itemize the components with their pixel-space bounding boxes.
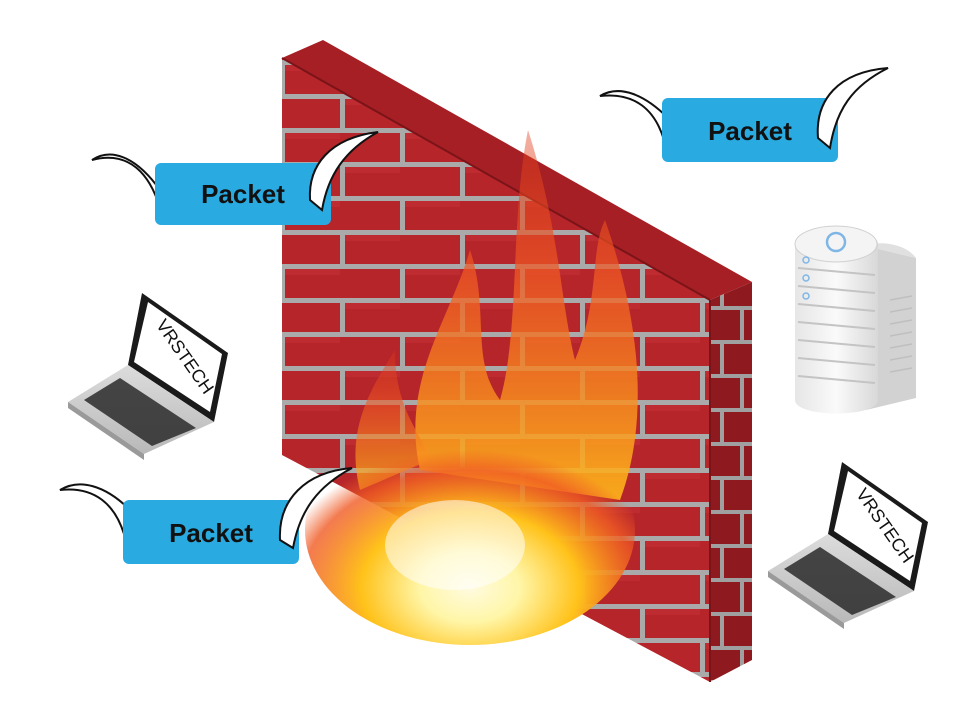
wing-right (308, 131, 379, 212)
server-drive-bays (797, 267, 876, 384)
wing-left (599, 90, 670, 141)
wall-side-face (710, 282, 752, 682)
server-light-ring-icon (825, 231, 847, 253)
laptop-right: VRSTECH (768, 462, 928, 629)
server-status-icon (802, 274, 810, 282)
wing-right (278, 467, 353, 550)
flame-tongue (415, 130, 638, 500)
server-top (794, 225, 878, 263)
packet-top-left: Packet (91, 131, 379, 225)
packet-bottom-left: Packet (59, 467, 353, 564)
wall-top-face (282, 40, 752, 300)
wing-right (816, 67, 889, 150)
packet-label: Packet (708, 116, 792, 146)
packet-box (155, 163, 331, 225)
fire (305, 130, 638, 645)
packet-box (662, 98, 838, 162)
server-main-unit (795, 229, 878, 414)
packet-box (123, 500, 299, 564)
server-status-icon (802, 256, 810, 264)
laptop-keys (784, 547, 896, 615)
server-rear-vents (889, 295, 913, 373)
laptop-screen (834, 471, 922, 581)
packet-label: Packet (201, 179, 285, 209)
server-status-icon (802, 292, 810, 300)
server-tower (794, 225, 916, 414)
laptop-screen (134, 302, 222, 412)
laptop-keys (84, 378, 196, 446)
packet-top-right: Packet (599, 67, 889, 162)
wing-left (59, 483, 130, 535)
packet-label: Packet (169, 518, 253, 548)
laptop-left: VRSTECH (68, 293, 228, 460)
wing-left (91, 153, 161, 209)
